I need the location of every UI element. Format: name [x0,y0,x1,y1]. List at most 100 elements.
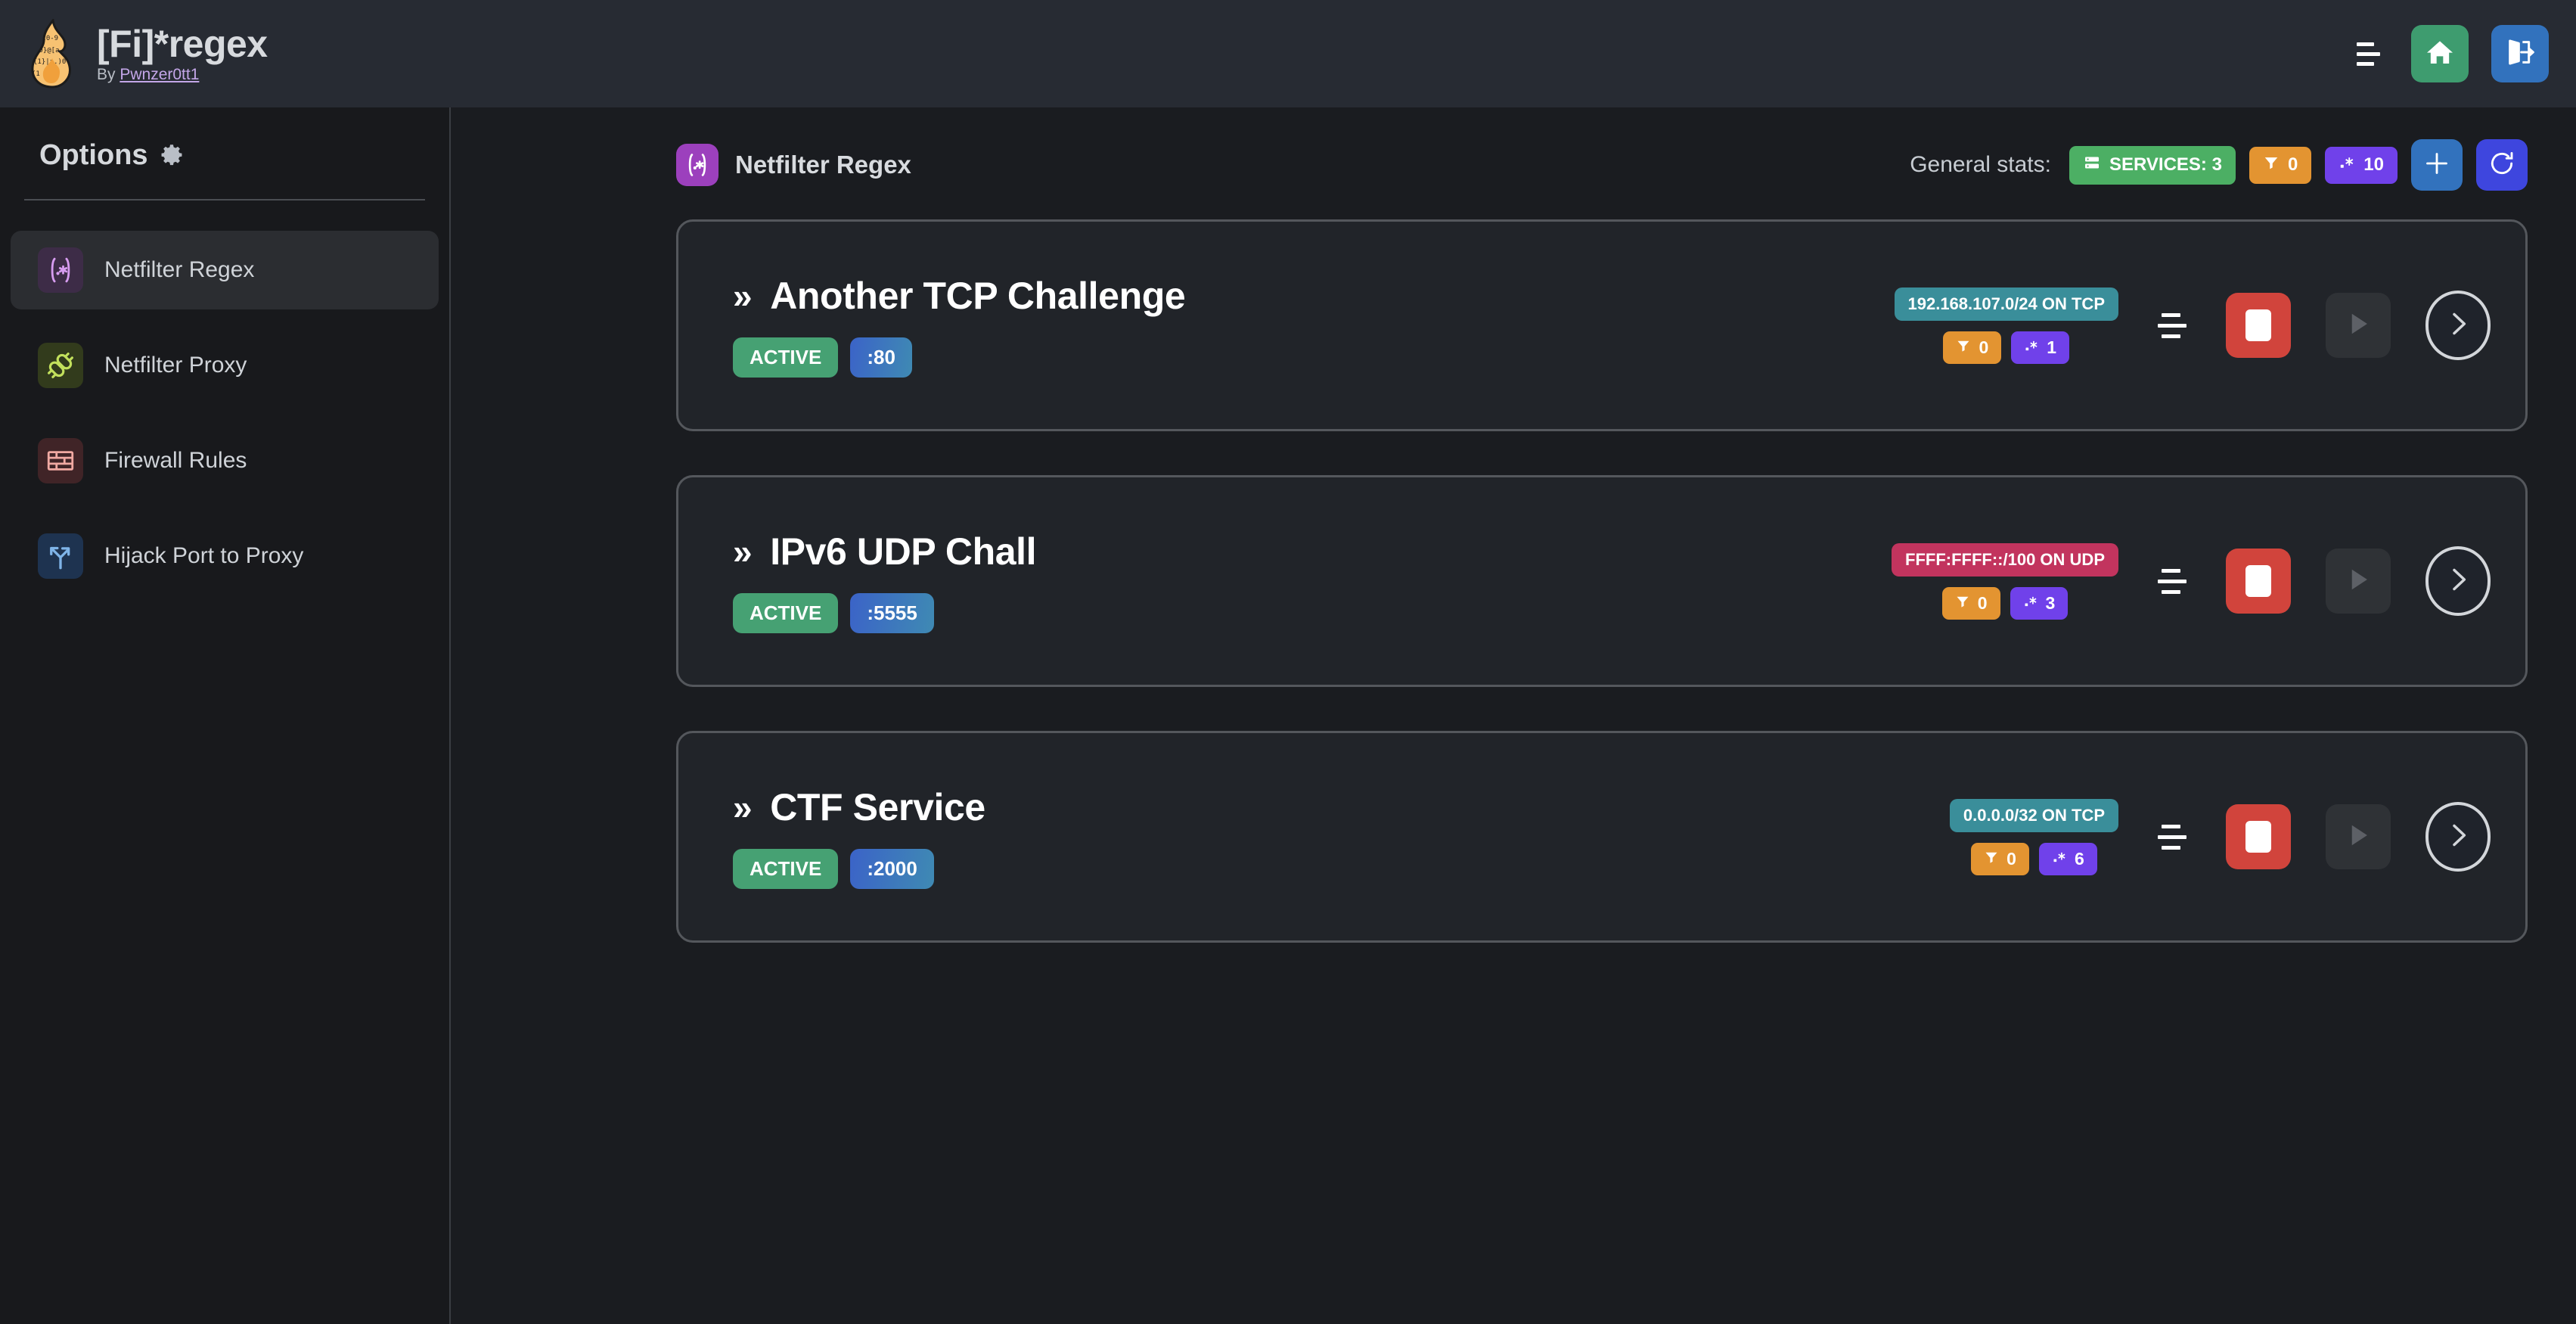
filters-badge: 0 [1941,586,2000,620]
route-icon [38,533,83,579]
service-details-button[interactable] [2425,291,2491,360]
sidebar-title-text: Options [39,139,148,171]
author-link[interactable]: Pwnzer0tt1 [119,65,200,83]
sidebar-heading: Options [0,139,449,172]
stop-button[interactable] [2226,549,2291,614]
play-button[interactable] [2326,293,2391,358]
plus-icon [2422,148,2452,182]
refresh-button[interactable] [2476,139,2528,191]
service-network-stats: FFFF:FFFF::/100 ON UDP 0 [1892,542,2118,620]
service-info: » Another TCP Challenge ACTIVE :80 [733,274,1186,378]
service-list: » Another TCP Challenge ACTIVE :80 192.1… [452,191,2576,943]
filters-count-text: 0 [2287,154,2298,175]
logout-icon [2505,37,2535,71]
sidebar-item-netfilter-proxy[interactable]: Netfilter Proxy [11,326,439,405]
service-details-button[interactable] [2425,546,2491,616]
section-heading: Netfilter Regex [676,144,911,186]
regex-count-text: 1 [2047,337,2057,357]
filter-icon [1956,337,1971,358]
port-badge: :80 [850,337,912,378]
regex-count-text: 10 [2363,154,2384,175]
service-actions: 192.168.107.0/24 ON TCP 0 [1894,287,2491,364]
network-badge: 0.0.0.0/32 ON TCP [1949,798,2118,832]
services-count-text: SERVICES: 3 [2109,154,2222,175]
service-pills: ACTIVE :5555 [733,592,1036,633]
regexes-badge: 6 [2038,842,2097,875]
stats-label: General stats: [1910,152,2051,177]
brand: -z0-9 20}@[a {1}|a.)0-9] (1 -z] [Fi]*reg… [27,17,268,89]
svg-text:20}@[a: 20}@[a [35,47,60,54]
port-badge: :2000 [850,848,934,889]
home-icon [2425,37,2455,71]
hamburger-icon[interactable] [2153,820,2191,854]
status-badge: ACTIVE [733,848,839,889]
chevron-right-icon [2443,820,2473,854]
network-badge: 192.168.107.0/24 ON TCP [1894,287,2118,321]
filters-count-text: 0 [1977,592,1988,613]
stop-button[interactable] [2226,293,2291,358]
play-button[interactable] [2326,549,2391,614]
header-actions [2348,25,2549,82]
regex-count-icon [2024,337,2039,358]
service-name: Another TCP Challenge [770,274,1186,317]
filters-badge: 0 [1971,842,2029,875]
hamburger-icon[interactable] [2153,564,2191,598]
service-actions: FFFF:FFFF::/100 ON UDP 0 [1892,542,2491,620]
filters-badge: 0 [1943,331,2002,364]
chevron-right-icon [2443,309,2473,343]
main-content: Netfilter Regex General stats: SERVICES:… [452,107,2576,1324]
service-info: » IPv6 UDP Chall ACTIVE :5555 [733,530,1037,633]
add-service-button[interactable] [2411,139,2463,191]
stop-icon [2245,821,2271,853]
service-counters: 0 1 [1943,331,2070,364]
hamburger-icon[interactable] [2153,309,2191,343]
logout-button[interactable] [2491,25,2549,82]
sidebar-item-hijack-port-to-proxy[interactable]: Hijack Port to Proxy [11,517,439,595]
play-button[interactable] [2326,804,2391,869]
chevron-double-right-icon: » [733,787,753,827]
regex-count-text: 3 [2045,592,2056,613]
app-title: [Fi]*regex [97,22,268,65]
sidebar-item-label: Netfilter Proxy [104,353,247,378]
play-icon [2342,307,2375,344]
filters-count-text: 0 [2006,848,2016,869]
service-card[interactable]: » Another TCP Challenge ACTIVE :80 192.1… [676,219,2528,431]
gear-icon [159,143,185,169]
service-card[interactable]: » CTF Service ACTIVE :2000 0.0.0.0/32 ON… [676,731,2528,943]
server-icon [2083,154,2101,177]
service-title: » Another TCP Challenge [733,274,1186,318]
sidebar-item-netfilter-regex[interactable]: Netfilter Regex [11,231,439,309]
sidebar: Options Netfilter Regex [0,107,451,1324]
service-counters: 0 3 [1941,586,2069,620]
filter-icon [1984,849,1999,869]
plug-icon [38,343,83,388]
byline-prefix: By [97,65,120,83]
regex-count-text: 6 [2074,848,2084,869]
home-button[interactable] [2411,25,2469,82]
app-header: -z0-9 20}@[a {1}|a.)0-9] (1 -z] [Fi]*reg… [0,0,2576,107]
page-title: Netfilter Regex [735,151,911,179]
sidebar-item-firewall-rules[interactable]: Firewall Rules [11,421,439,500]
chevron-double-right-icon: » [733,275,753,315]
app-byline: By Pwnzer0tt1 [97,66,268,83]
service-details-button[interactable] [2425,802,2491,872]
status-badge-services: SERVICES: 3 [2069,145,2236,185]
stop-button[interactable] [2226,804,2291,869]
regex-count-icon [2023,593,2038,614]
play-icon [2342,563,2375,600]
sidebar-divider [24,199,425,200]
sidebar-item-label: Hijack Port to Proxy [104,543,304,568]
flame-regex-logo-icon: -z0-9 20}@[a {1}|a.)0-9] (1 -z] [27,17,77,89]
service-network-stats: 192.168.107.0/24 ON TCP 0 [1894,287,2118,364]
service-title: » CTF Service [733,785,985,829]
status-badge-regexes: 10 [2325,146,2398,184]
general-stats: General stats: SERVICES: 3 [1910,139,2528,191]
regexes-badge: 1 [2011,331,2070,364]
status-badge: ACTIVE [733,337,839,378]
service-pills: ACTIVE :80 [733,337,1185,378]
sidebar-nav: Netfilter Regex Netfilter Proxy Firewall… [0,231,449,595]
service-name: IPv6 UDP Chall [770,530,1037,573]
service-card[interactable]: » IPv6 UDP Chall ACTIVE :5555 FFFF:FFFF:… [676,475,2528,687]
hamburger-icon[interactable] [2348,33,2388,74]
main-header: Netfilter Regex General stats: SERVICES:… [452,107,2576,191]
